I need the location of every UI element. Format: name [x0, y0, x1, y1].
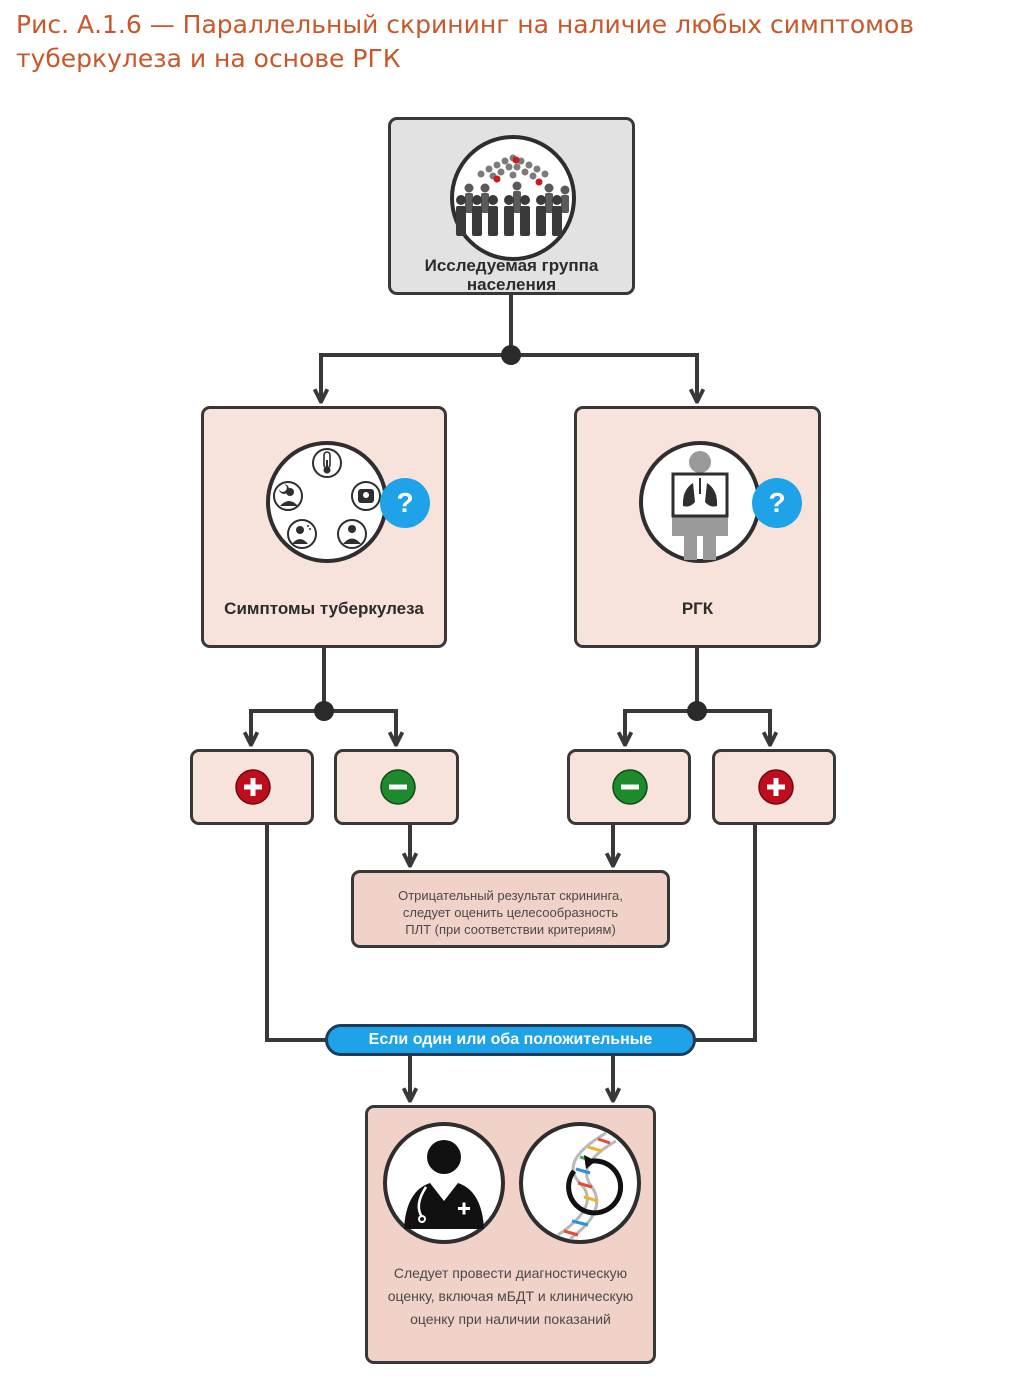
- negative-result-line-1: Отрицательный результат скрининга,: [398, 888, 623, 903]
- negative-result-text: Отрицательный результат скрининга, следу…: [354, 887, 667, 938]
- population-box: Исследуемая группа населения: [388, 117, 635, 295]
- population-label: Исследуемая группа населения: [391, 256, 632, 294]
- diagnostic-line-3: оценку при наличии показаний: [410, 1311, 611, 1327]
- symptoms-box: ? Симптомы туберкулеза: [201, 406, 447, 648]
- question-mark-icon: ?: [380, 478, 430, 528]
- symptoms-icon: [266, 441, 388, 563]
- junction-dot: [501, 345, 521, 365]
- question-mark-icon: ?: [752, 478, 802, 528]
- symptoms-label: Симптомы туберкулеза: [224, 599, 424, 618]
- connector-to-cxr: [511, 353, 697, 402]
- junction-dot: [687, 701, 707, 721]
- connector-pos-right: [694, 825, 757, 1042]
- symptoms-negative-box: [334, 749, 459, 825]
- negative-result-line-3: ПЛТ (при соответствии критериям): [405, 922, 616, 937]
- cxr-negative-box: [567, 749, 691, 825]
- positive-condition-pill: Если один или оба положительные: [325, 1024, 696, 1056]
- page-title: Рис. А.1.6 — Параллельный скрининг на на…: [16, 8, 1016, 76]
- diagnostic-line-2: оценку, включая мБДТ и клиническую: [387, 1288, 634, 1304]
- population-label-line-2: населения: [466, 275, 557, 294]
- connector-cxr-pos: [697, 709, 770, 745]
- cough-icon: [287, 519, 317, 549]
- diagnostic-text: Следует провести диагностическую оценку,…: [368, 1262, 653, 1331]
- symptoms-positive-box: [190, 749, 314, 825]
- connector-pos-left: [265, 825, 327, 1042]
- diagnostic-box: Следует провести диагностическую оценку,…: [365, 1105, 656, 1364]
- diagnostic-line-1: Следует провести диагностическую: [393, 1265, 628, 1281]
- connector-sym-pos: [251, 709, 324, 745]
- cxr-positive-box: [712, 749, 836, 825]
- population-label-line-1: Исследуемая группа: [424, 256, 599, 275]
- negative-result-box: Отрицательный результат скрининга, следу…: [351, 870, 670, 948]
- negative-result-line-2: следует оценить целесообразность: [402, 905, 619, 920]
- connector-sym-neg: [324, 709, 396, 745]
- cxr-box: ? РГК: [574, 406, 821, 648]
- junction-dot: [314, 701, 334, 721]
- connector-cxr-neg: [625, 709, 697, 745]
- plus-icon: [758, 769, 794, 805]
- night-sweats-icon: [273, 481, 303, 511]
- doctor-icon: [383, 1122, 505, 1244]
- minus-icon: [612, 769, 648, 805]
- minus-icon: [380, 769, 416, 805]
- cxr-label: РГК: [681, 599, 714, 618]
- title-line-2: туберкулеза и на основе РГК: [16, 44, 401, 73]
- thermometer-icon: [312, 448, 342, 478]
- title-line-1: Рис. А.1.6 — Параллельный скрининг на на…: [16, 10, 914, 39]
- chest-xray-icon: [639, 441, 761, 563]
- connector-to-symptoms: [321, 353, 511, 402]
- plus-icon: [235, 769, 271, 805]
- dna-icon: [519, 1122, 641, 1244]
- weight-loss-icon: [351, 481, 381, 511]
- chest-pain-icon: [337, 519, 367, 549]
- crowd-icon: [450, 135, 576, 261]
